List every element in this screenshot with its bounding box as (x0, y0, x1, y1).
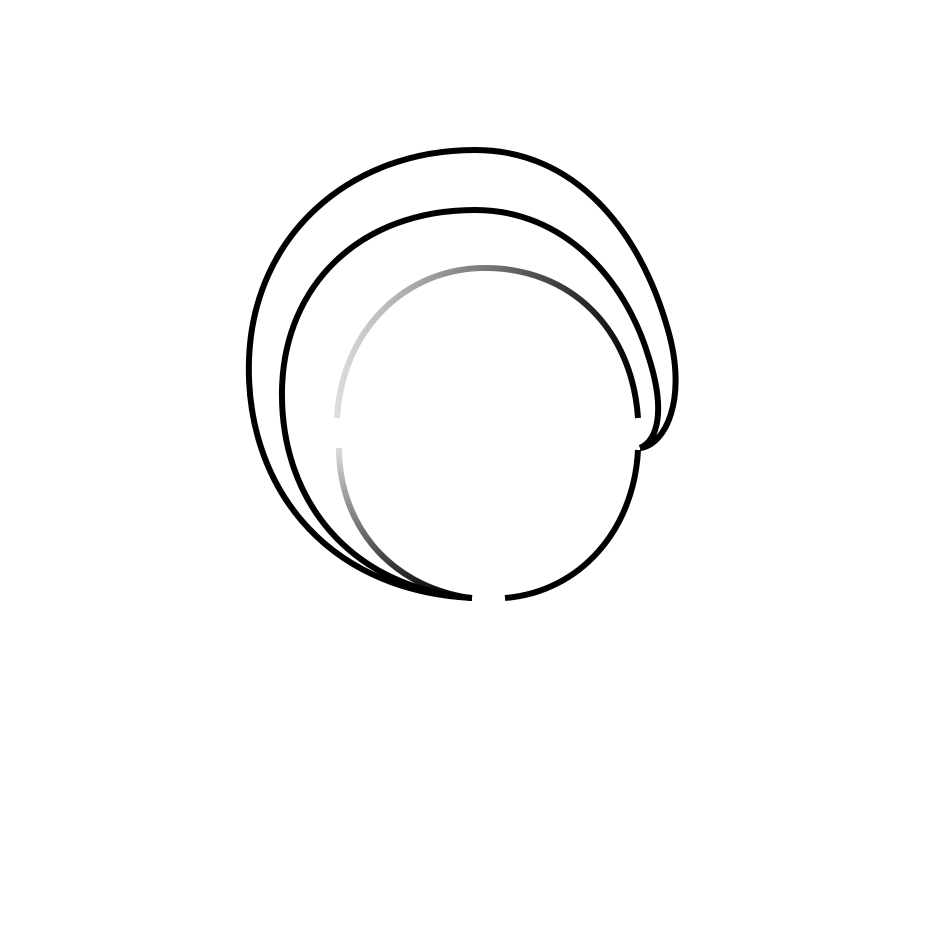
middle-loop (278, 206, 662, 601)
inner-arc-top (334, 264, 641, 419)
outer-loop (245, 146, 679, 601)
inner-arc-bottom-left (336, 447, 471, 601)
inner-arc-bottom-right (504, 449, 641, 601)
